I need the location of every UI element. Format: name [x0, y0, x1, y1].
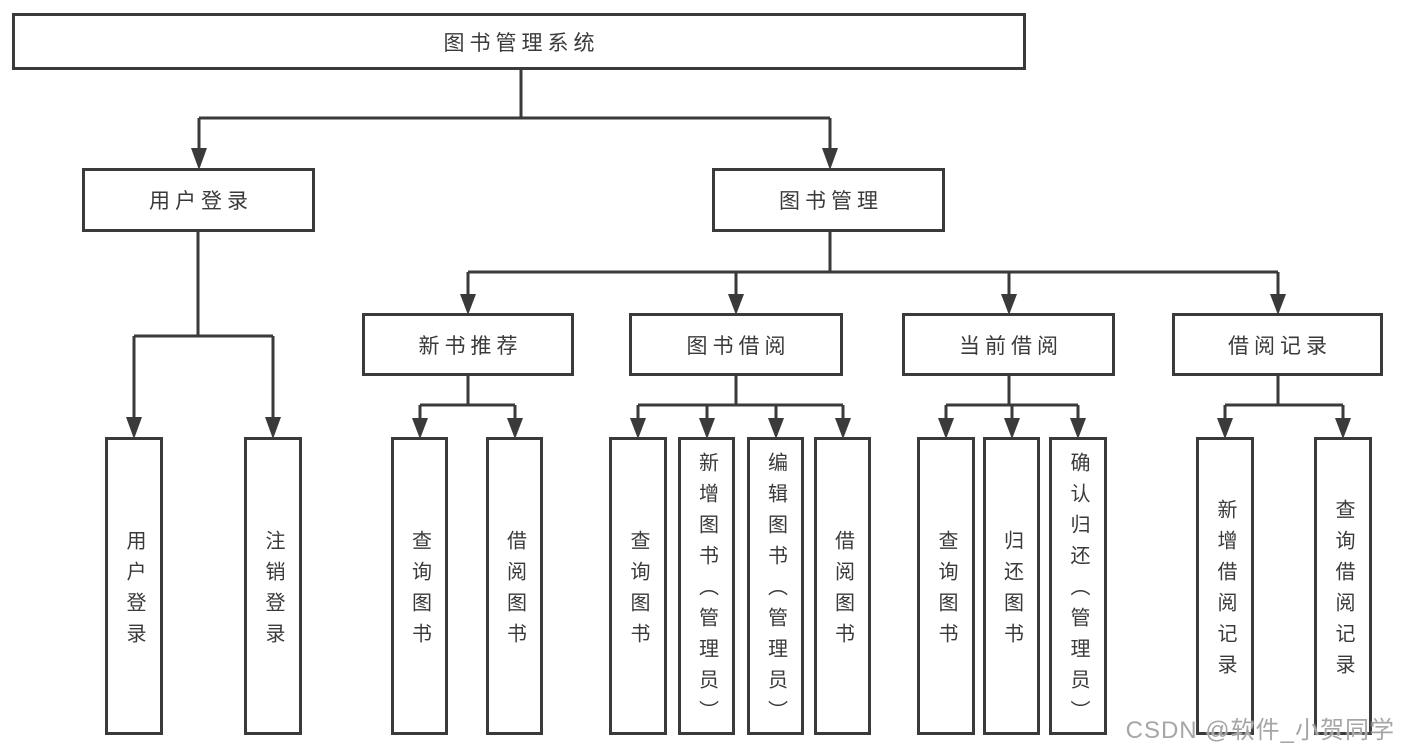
leaf-label: 查询借阅记录 — [1332, 498, 1354, 685]
leaf-logout: 注销登录 — [244, 437, 302, 735]
leaf-label: 确认归还（管理员） — [1067, 452, 1089, 731]
leaf-label: 归还图书 — [1000, 529, 1023, 654]
leaf-label: 借阅图书 — [831, 529, 854, 654]
leaf-bb-borrow-books: 借阅图书 — [814, 437, 871, 735]
leaf-nb-query-books: 查询图书 — [391, 437, 448, 735]
leaf-label: 查询图书 — [408, 529, 431, 654]
leaf-bb-edit-books-admin: 编辑图书（管理员） — [747, 437, 804, 735]
leaf-label: 注销登录 — [262, 529, 284, 654]
leaf-bb-add-books-admin: 新增图书（管理员） — [678, 437, 735, 735]
leaf-cb-confirm-return-admin: 确认归还（管理员） — [1049, 437, 1107, 735]
node-user-login: 用户登录 — [82, 168, 315, 232]
leaf-label: 用户登录 — [123, 529, 145, 654]
leaf-label: 新增借阅记录 — [1214, 498, 1236, 685]
node-borrowing-records: 借阅记录 — [1172, 313, 1383, 376]
leaf-label: 新增图书（管理员） — [695, 452, 718, 731]
leaf-nb-borrow-books: 借阅图书 — [486, 437, 543, 735]
leaf-br-query-record: 查询借阅记录 — [1314, 437, 1372, 735]
node-new-book-recommend: 新书推荐 — [362, 313, 574, 376]
leaf-user-login: 用户登录 — [105, 437, 163, 735]
node-library-management-system: 图书管理系统 — [12, 13, 1026, 70]
leaf-label: 查询图书 — [627, 529, 649, 654]
node-current-borrowing: 当前借阅 — [902, 313, 1115, 376]
leaf-label: 查询图书 — [935, 529, 957, 654]
node-book-borrowing: 图书借阅 — [629, 313, 843, 376]
leaf-br-add-record: 新增借阅记录 — [1196, 437, 1254, 735]
csdn-watermark: CSDN @软件_小贺同学 — [1125, 717, 1395, 744]
arrowheads — [126, 148, 1351, 439]
leaf-bb-query-books: 查询图书 — [609, 437, 667, 735]
leaf-cb-query-books: 查询图书 — [917, 437, 975, 735]
node-book-management: 图书管理 — [712, 168, 945, 232]
leaf-label: 借阅图书 — [503, 529, 526, 654]
leaf-cb-return-books: 归还图书 — [983, 437, 1040, 735]
leaf-label: 编辑图书（管理员） — [764, 452, 787, 731]
